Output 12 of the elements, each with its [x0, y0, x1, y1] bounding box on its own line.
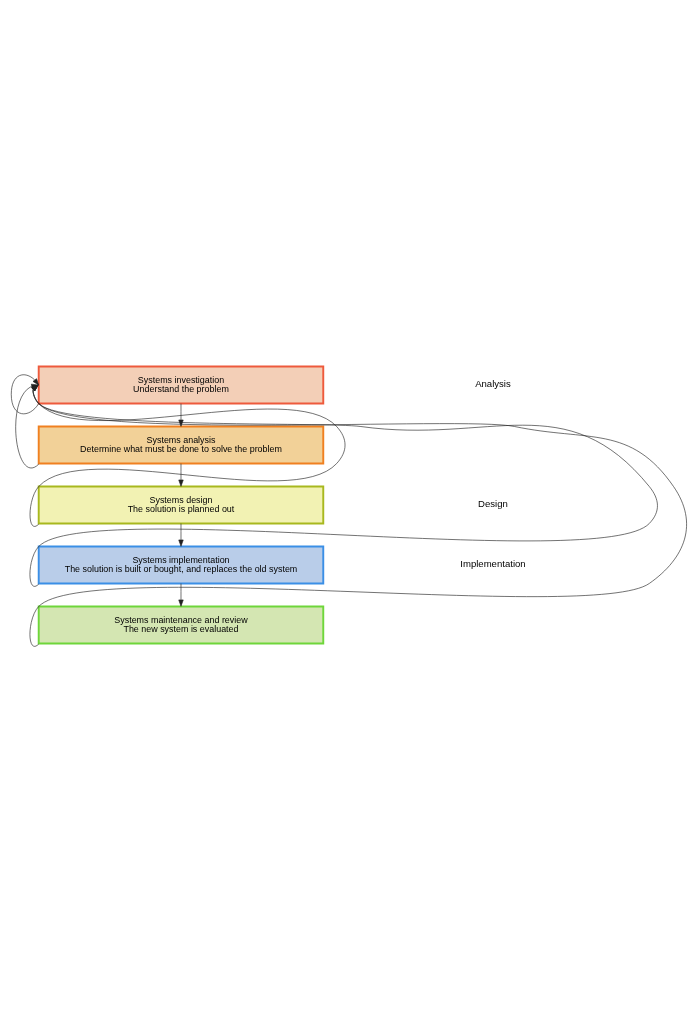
label: Implementation — [460, 558, 526, 570]
node-box: Systems maintenance and review The new system is evaluated — [37, 605, 325, 645]
arrow — [178, 523, 184, 547]
node-box: Systems implementation The solution is built or bought, and replaces the old system — [37, 545, 325, 585]
label: Design — [478, 498, 508, 510]
arrow — [178, 583, 184, 607]
node-box: Systems analysis Determine what must be done to solve the problem — [37, 425, 325, 465]
arrow — [178, 403, 184, 427]
arrow — [178, 463, 184, 487]
node-box: Systems design The solution is planned out — [37, 485, 325, 525]
node-box: Systems investigation Understand the problem — [37, 365, 325, 405]
label: Analysis — [475, 378, 511, 390]
